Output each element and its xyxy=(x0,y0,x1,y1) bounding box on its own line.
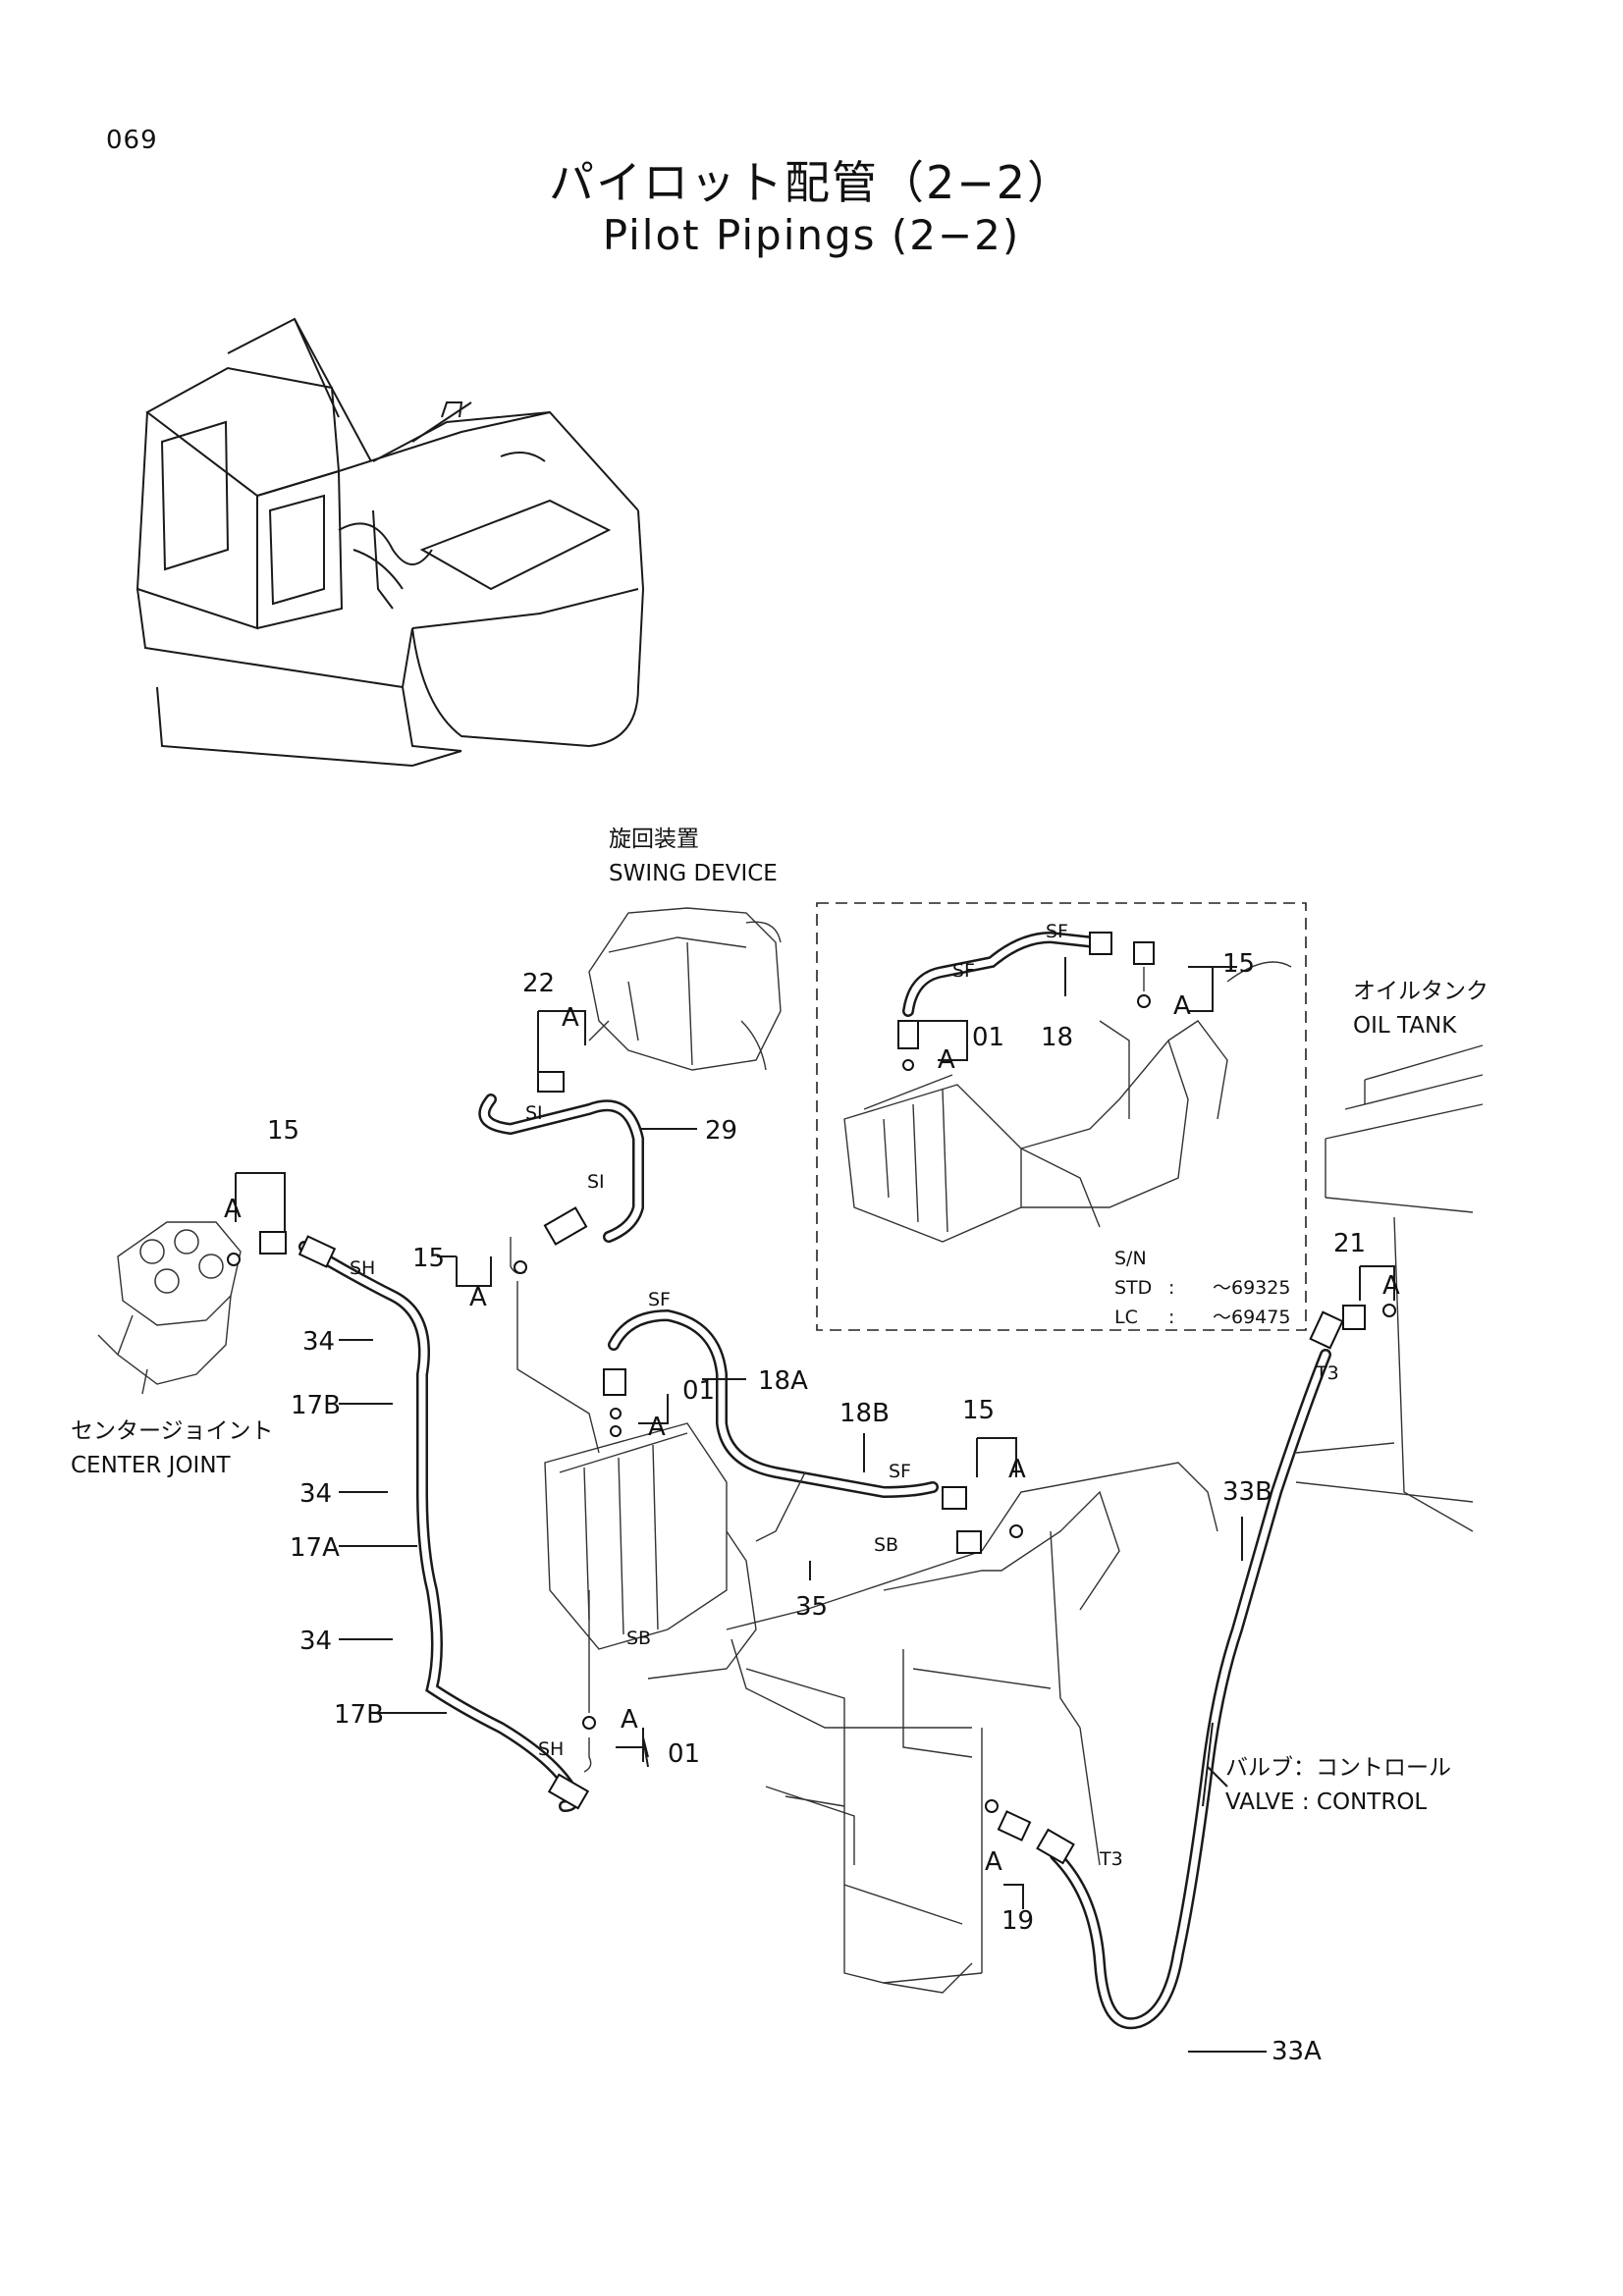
hose-code-sf-18b: SF xyxy=(889,1461,911,1482)
hose-18a-18b xyxy=(603,1308,939,1542)
part-label-33b: 33B xyxy=(1222,1477,1272,1507)
port-a-01-bottom: A xyxy=(621,1705,638,1735)
page-title-english: Pilot Pipings (2−2) xyxy=(602,211,1021,259)
port-a-inset-left: A xyxy=(938,1045,955,1075)
serial-note-sn: S/N xyxy=(1114,1248,1147,1269)
port-a-21: A xyxy=(1382,1271,1400,1301)
hose-code-si-lower: SI xyxy=(587,1171,605,1193)
part-label-18: 18 xyxy=(1041,1023,1073,1052)
part-label-15-mid: 15 xyxy=(412,1244,445,1273)
caption-center-joint-jp: センタージョイント xyxy=(71,1418,274,1444)
caption-valve-control-jp: バルブ：コントロール xyxy=(1225,1755,1451,1781)
caption-swing-device-jp: 旋回装置 xyxy=(609,827,699,852)
part-label-01-inset: 01 xyxy=(972,1023,1004,1052)
serial-note-std-label: STD xyxy=(1114,1277,1152,1299)
part-label-21: 21 xyxy=(1333,1229,1366,1258)
part-label-17a: 17A xyxy=(290,1533,340,1563)
port-a-15-right: A xyxy=(1008,1455,1026,1484)
port-a-inset-right: A xyxy=(1173,991,1191,1021)
caption-center-joint-en: CENTER JOINT xyxy=(71,1453,232,1478)
hose-code-sf-inset-top: SF xyxy=(1046,921,1068,942)
part-label-34-b: 34 xyxy=(299,1479,332,1509)
part-label-18a: 18A xyxy=(758,1366,808,1396)
serial-note-lc-colon: : xyxy=(1168,1307,1174,1328)
excavator-overview-illustration xyxy=(135,317,645,767)
part-label-17b-bottom: 17B xyxy=(334,1700,384,1730)
center-joint-outline xyxy=(97,1221,242,1395)
part-label-34-c: 34 xyxy=(299,1627,332,1656)
port-a-19: A xyxy=(985,1847,1002,1877)
hose-code-sb-lower: SB xyxy=(626,1628,651,1649)
fitting-15-right xyxy=(942,1486,1023,1554)
part-label-33a: 33A xyxy=(1271,2037,1322,2066)
control-valve-body xyxy=(544,1422,1218,1994)
serial-note-std-colon: : xyxy=(1168,1277,1174,1299)
serial-note-lc-value: ～69475 xyxy=(1213,1307,1290,1328)
serial-note-std-value: ～69325 xyxy=(1213,1277,1290,1299)
hose-33 xyxy=(985,1310,1344,2030)
hose-code-t3-lower: T3 xyxy=(1099,1848,1123,1870)
caption-valve-control-en: VALVE : CONTROL xyxy=(1225,1789,1427,1815)
part-label-15-right: 15 xyxy=(962,1396,995,1425)
part-label-01-mid: 01 xyxy=(682,1376,715,1406)
hose-code-sh-upper: SH xyxy=(350,1257,375,1279)
serial-inset-box xyxy=(816,902,1307,1331)
page-title-japanese: パイロット配管（2−2） xyxy=(548,156,1075,209)
hose-17 xyxy=(298,1235,596,1812)
port-a-01-mid: A xyxy=(648,1413,666,1442)
fitting-21 xyxy=(1342,1304,1396,1330)
fitting-15-left xyxy=(227,1231,287,1266)
caption-swing-device-en: SWING DEVICE xyxy=(609,861,778,886)
hose-code-sb-right: SB xyxy=(874,1534,898,1556)
part-label-15-left: 15 xyxy=(267,1116,299,1146)
swing-device-outline xyxy=(588,907,782,1071)
part-label-17b-top: 17B xyxy=(291,1391,341,1420)
part-label-34-a: 34 xyxy=(302,1327,335,1357)
hose-29 xyxy=(478,1071,644,1454)
part-label-29: 29 xyxy=(705,1116,737,1146)
port-a-22: A xyxy=(562,1003,579,1033)
hose-code-sf-18a: SF xyxy=(648,1289,671,1310)
serial-note-lc-label: LC xyxy=(1114,1307,1138,1328)
hose-code-sf-inset-left: SF xyxy=(952,960,975,982)
part-label-19: 19 xyxy=(1001,1906,1034,1936)
port-a-15-left: A xyxy=(224,1195,242,1224)
leader-lines xyxy=(235,957,1395,2053)
part-label-35: 35 xyxy=(795,1592,828,1622)
port-a-15-mid: A xyxy=(469,1283,487,1312)
hose-code-t3-upper: T3 xyxy=(1315,1362,1339,1384)
hose-code-sh-lower: SH xyxy=(538,1738,564,1760)
caption-oil-tank-en: OIL TANK xyxy=(1353,1013,1457,1039)
hose-code-si-upper: SI xyxy=(525,1102,543,1124)
oil-tank-outline xyxy=(1295,1044,1484,1532)
page-number: 069 xyxy=(106,126,158,155)
part-label-18b: 18B xyxy=(839,1399,890,1428)
inset-valve-block xyxy=(843,961,1292,1243)
inset-hose-18 xyxy=(897,931,1155,1071)
part-label-15-inset: 15 xyxy=(1222,949,1255,979)
caption-oil-tank-jp: オイルタンク xyxy=(1353,979,1488,1004)
part-label-22: 22 xyxy=(522,969,555,998)
part-label-01-bottom: 01 xyxy=(668,1739,700,1769)
